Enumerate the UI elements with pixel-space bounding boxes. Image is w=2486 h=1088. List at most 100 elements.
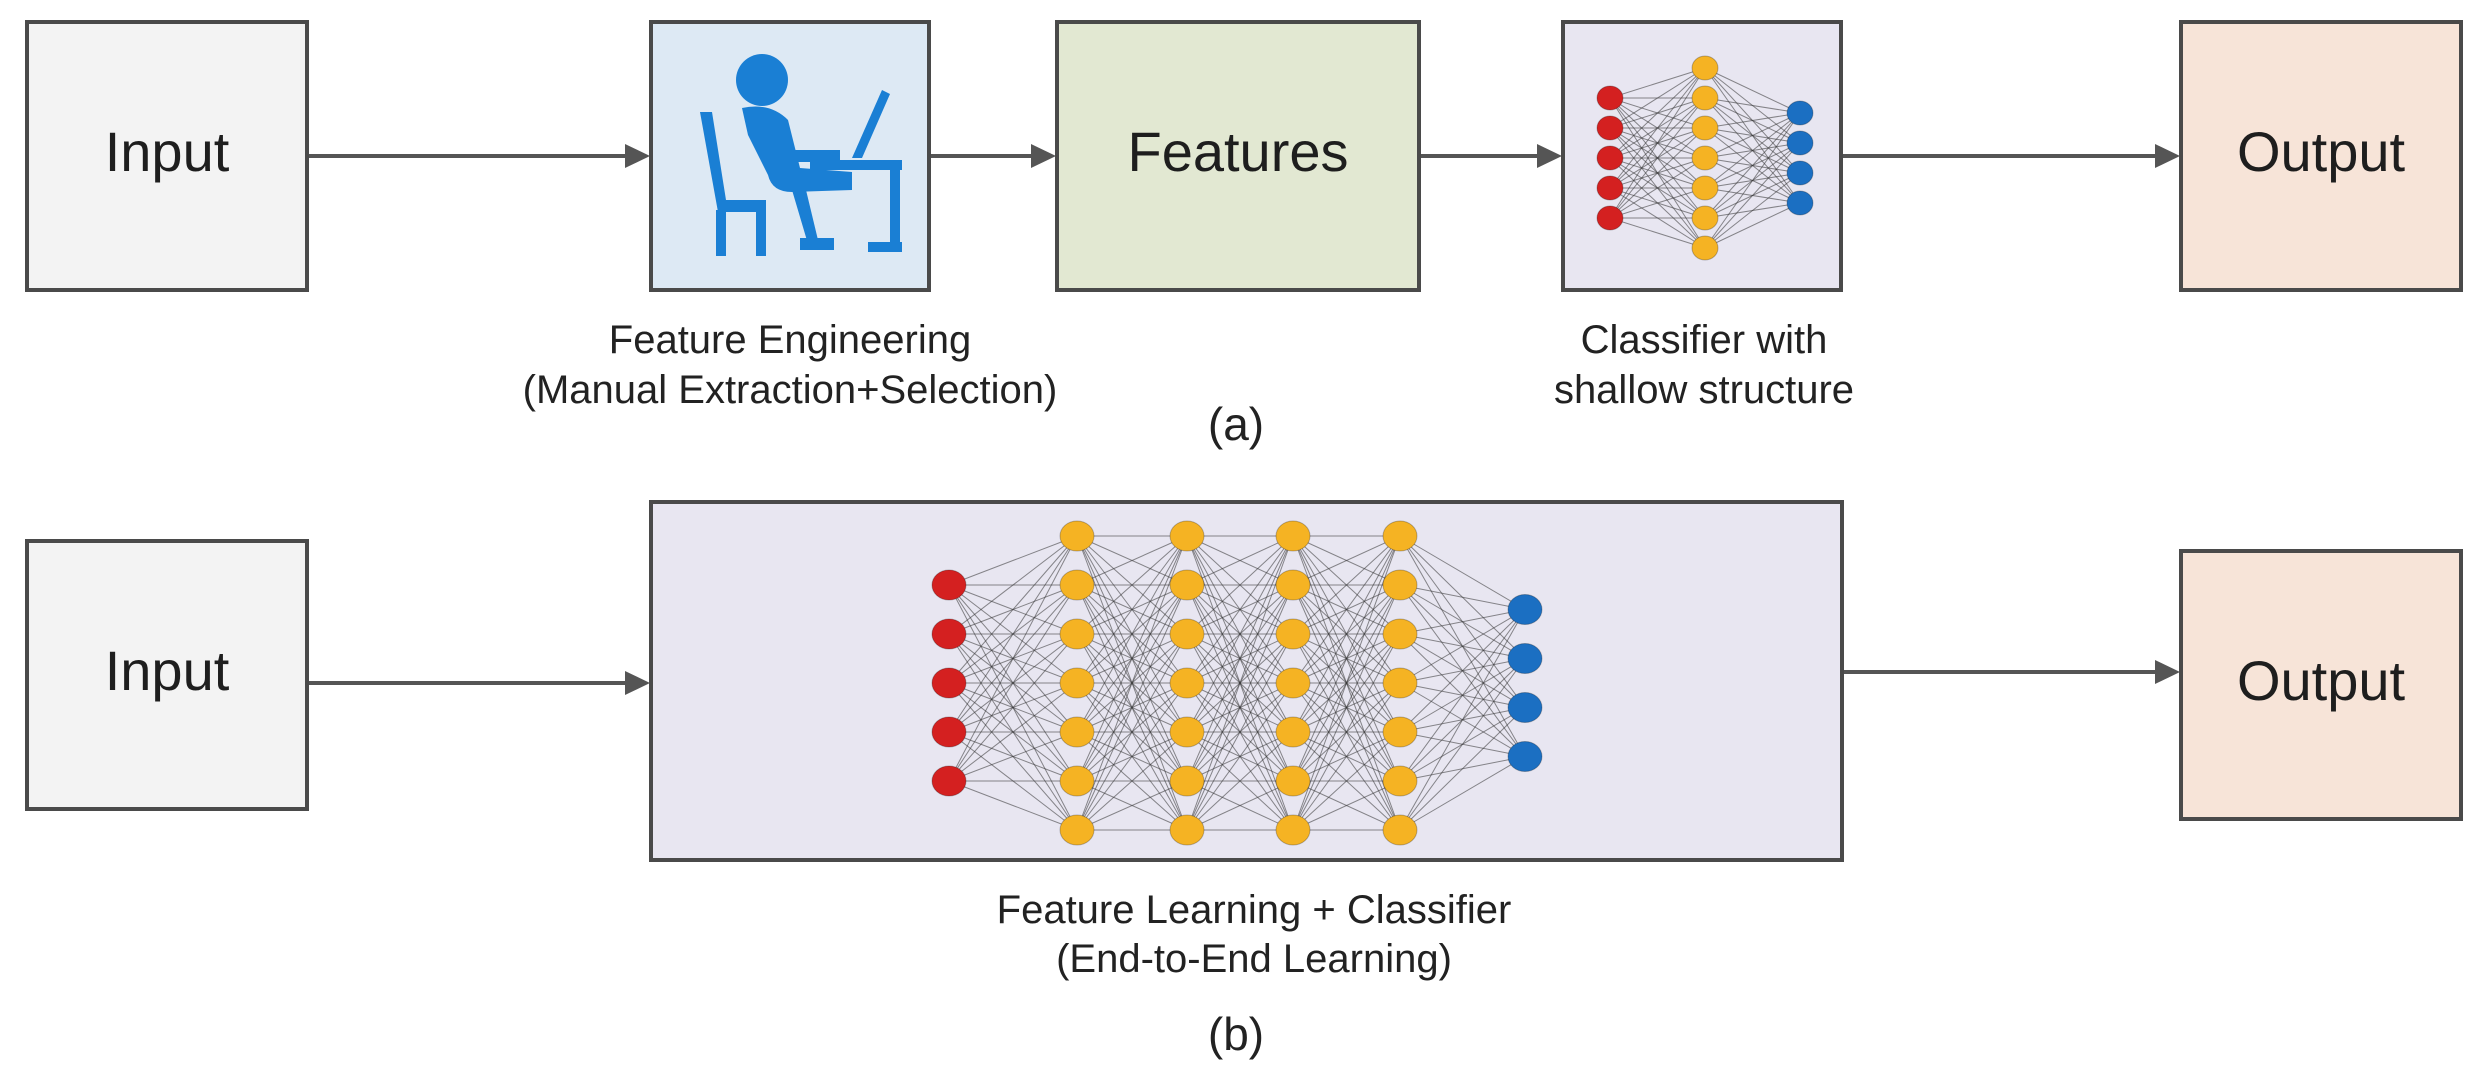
deep-net-hidden-node xyxy=(1169,814,1205,846)
deep-net-connection xyxy=(1076,535,1188,831)
deep-net-connection xyxy=(1292,535,1401,782)
deep-net-connection xyxy=(948,535,1078,733)
deep-net-hidden-node xyxy=(1059,814,1095,846)
shallow-net-hidden-node xyxy=(1691,235,1719,261)
deep-net-hidden-node xyxy=(1059,618,1095,650)
deep-net-connection xyxy=(948,584,1078,782)
shallow-net-connection xyxy=(1704,112,1801,249)
deep-net-hidden-node xyxy=(1169,716,1205,748)
shallow-net-connection xyxy=(1704,112,1801,219)
deep-net-connection xyxy=(1076,535,1188,586)
deep-net-connection xyxy=(1186,682,1294,831)
input-label-b: Input xyxy=(105,639,230,702)
shallow-net-connection xyxy=(1609,67,1706,219)
shallow-net-input-node xyxy=(1596,145,1624,171)
deep-net-input-node xyxy=(931,618,967,650)
classifier-caption-line2: shallow structure xyxy=(1554,368,1854,412)
shallow-network xyxy=(1596,55,1814,261)
deep-net-hidden-node xyxy=(1059,667,1095,699)
shallow-net-output-node xyxy=(1786,130,1814,156)
arrow-a4 xyxy=(1843,144,2180,168)
deep-net-hidden-node xyxy=(1059,765,1095,797)
shallow-net-output-node xyxy=(1786,100,1814,126)
features-rect xyxy=(1055,20,1421,292)
shallow-net-connection xyxy=(1704,67,1801,114)
deep-net-connection xyxy=(948,731,1078,782)
deep-net-hidden-node xyxy=(1382,667,1418,699)
deep-net-connection xyxy=(1076,633,1188,831)
panel-label-b: (b) xyxy=(1208,1008,1264,1060)
deep-net-connection xyxy=(1399,658,1526,831)
deep-net-connection xyxy=(1076,682,1188,831)
deep-net-connection xyxy=(1186,633,1294,831)
deep-network xyxy=(931,520,1543,846)
deep-net-connection xyxy=(1186,584,1294,831)
deep-net-connection xyxy=(1399,609,1526,782)
deep-net-input-node xyxy=(931,667,967,699)
end-to-end-caption-line2: (End-to-End Learning) xyxy=(1056,937,1452,981)
arrow-b1 xyxy=(309,671,650,695)
deep-net-hidden-node xyxy=(1059,520,1095,552)
deep-net-connection xyxy=(1292,682,1401,831)
deep-net-connection xyxy=(1076,584,1188,831)
deep-net-connection xyxy=(1076,535,1188,733)
shallow-net-connection xyxy=(1704,112,1801,129)
deep-net-hidden-node xyxy=(1275,569,1311,601)
deep-net-hidden-node xyxy=(1169,520,1205,552)
deep-net-connection xyxy=(948,682,1078,782)
deep-net-connection xyxy=(1292,535,1401,733)
shallow-net-output-node xyxy=(1786,190,1814,216)
shallow-net-connection xyxy=(1609,67,1706,99)
output-box-a-rect xyxy=(2179,20,2463,292)
deep-net-input-node xyxy=(931,569,967,601)
shallow-net-connection xyxy=(1609,127,1706,219)
deep-net-connection xyxy=(1292,780,1401,831)
shallow-classifier-box xyxy=(1561,20,1843,292)
deep-net-connection xyxy=(1076,535,1188,684)
shallow-net-input-node xyxy=(1596,115,1624,141)
feature-engineering-caption-line2: (Manual Extraction+Selection) xyxy=(523,368,1058,412)
deep-net-connection xyxy=(948,535,1078,782)
deep-net-hidden-node xyxy=(1169,618,1205,650)
output-box-b-rect xyxy=(2179,549,2463,821)
shallow-net-hidden-node xyxy=(1691,55,1719,81)
deep-net-hidden-node xyxy=(1275,716,1311,748)
deep-net-hidden-node xyxy=(1169,765,1205,797)
output-box-b: Output xyxy=(2179,549,2463,821)
shallow-net-hidden-node xyxy=(1691,115,1719,141)
shallow-net-hidden-node xyxy=(1691,175,1719,201)
shallow-net-connection xyxy=(1704,112,1801,159)
shallow-net-hidden-node xyxy=(1691,145,1719,171)
deep-net-hidden-node xyxy=(1275,814,1311,846)
deep-net-connection xyxy=(1399,584,1526,610)
deep-net-connection xyxy=(1292,584,1401,831)
deep-net-input-node xyxy=(931,765,967,797)
shallow-net-hidden-node xyxy=(1691,85,1719,111)
deep-net-output-node xyxy=(1507,643,1543,674)
arrow-a1 xyxy=(309,144,650,168)
end-to-end-caption-line1: Feature Learning + Classifier xyxy=(997,888,1512,932)
classifier-caption-line1: Classifier with xyxy=(1581,318,1828,362)
deep-net-hidden-node xyxy=(1169,569,1205,601)
deep-net-connection xyxy=(948,633,1078,782)
deep-net-connection xyxy=(1399,756,1526,831)
input-box-b-rect xyxy=(25,539,309,811)
deep-net-hidden-node xyxy=(1169,667,1205,699)
shallow-net-connection xyxy=(1704,202,1801,249)
panel-a: Input xyxy=(25,20,2463,450)
input-label-a: Input xyxy=(105,120,230,183)
shallow-net-connection xyxy=(1704,97,1801,114)
deep-net-input-node xyxy=(931,716,967,748)
deep-net-connection xyxy=(1186,731,1294,831)
deep-net-connection xyxy=(1292,731,1401,831)
panel-label-a: (a) xyxy=(1208,398,1264,450)
deep-net-connection xyxy=(1399,707,1526,831)
deep-net-output-node xyxy=(1507,594,1543,625)
output-label-b: Output xyxy=(2237,649,2406,712)
deep-net-connection xyxy=(1399,609,1526,831)
deep-net-connection xyxy=(1292,535,1401,586)
deep-net-connection xyxy=(1186,535,1294,586)
deep-net-connection xyxy=(948,535,1078,684)
deep-net-connection xyxy=(1186,535,1294,782)
deep-net-hidden-node xyxy=(1275,618,1311,650)
